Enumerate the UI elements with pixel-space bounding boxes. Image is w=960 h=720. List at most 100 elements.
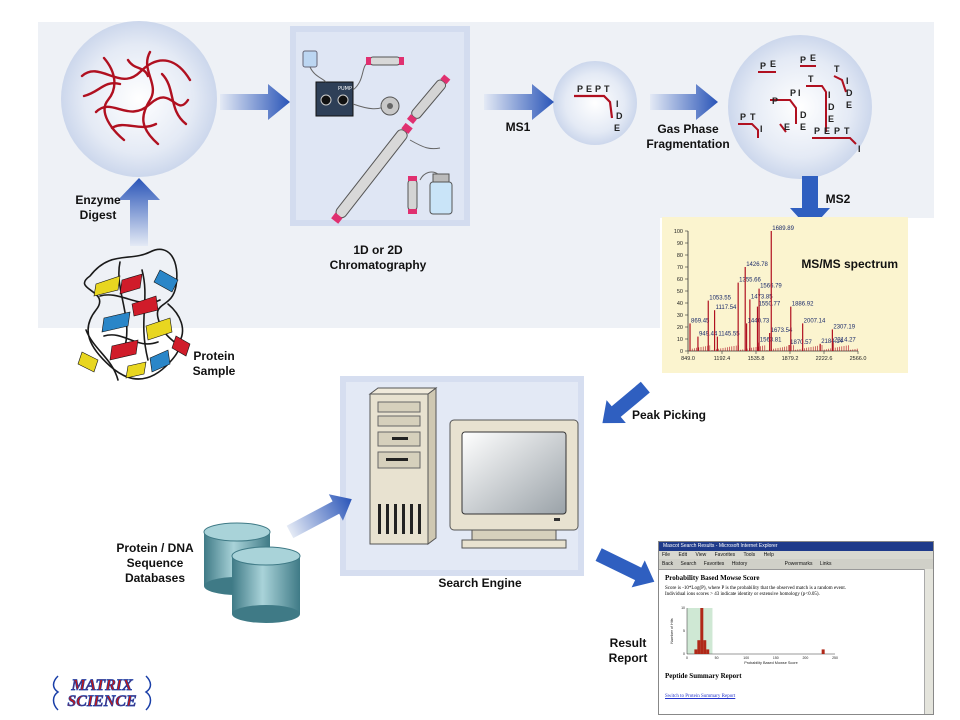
search-engine-computer [340,376,584,576]
spectrum-y-tick-label: 90 [677,241,683,247]
spectrum-y-tick-label: 30 [677,313,683,319]
menu-edit[interactable]: Edit [678,552,688,558]
toolbar-history-button[interactable]: History [731,561,748,567]
chromatography-panel: PUMP [290,26,470,226]
histogram-x-tick-label: 150 [773,656,779,660]
fragment-letter: P [790,88,796,98]
spectrum-peak-label: 2314.27 [834,338,856,344]
menu-view[interactable]: View [695,552,707,558]
fragment-letter: P [760,61,766,71]
fragment-letter: T [844,126,850,136]
protein-structure [77,248,191,381]
logo-matrix-text: MATRIX [70,677,133,694]
browser-page-body: Probability Based Mowse Score Score is -… [659,570,933,702]
toolbar-powermarks-button[interactable]: Powermarks [784,561,813,567]
ms1-letter: E [614,123,620,133]
fragment-letter: E [800,122,806,132]
histogram-y-tick-label: 0 [683,652,685,656]
menu-tools[interactable]: Tools [743,552,756,558]
spectrum-peak-label: 869.45 [691,318,710,324]
arrow-fragmentation-to-spectrum [790,176,830,230]
histogram-x-tick-label: 0 [686,656,688,660]
arrow-search-to-report [595,548,655,588]
browser-toolbar: Back Search Favorites History Powermarks… [659,559,933,570]
spectrum-x-tick-label: 1192.4 [714,356,730,362]
histogram-bar [706,649,710,654]
spectrum-peak-label: 1145.55 [718,332,740,338]
menu-file[interactable]: File [662,552,671,558]
spectrum-y-tick-label: 40 [677,301,683,307]
protein-summary-link[interactable]: Switch to Protein Summary Report [665,694,736,699]
digest-circle [61,21,217,177]
arrow-protein-to-digest [118,178,160,246]
peak-picking-label: Peak Picking [631,408,707,422]
fragment-letter: I [846,76,849,86]
fragment-letter: D [846,88,853,98]
spectrum-y-tick-label: 50 [677,289,683,295]
ms1-letter: D [616,111,623,121]
ms1-letter: T [604,84,610,94]
spectrum-y-tick-label: 70 [677,265,683,271]
toolbar-back-button[interactable]: Back [662,561,674,567]
histogram-x-tick-label: 100 [743,656,749,660]
spectrum-x-tick-label: 2566.0 [850,356,867,362]
arrow-databases-to-search [286,494,352,539]
spectrum-peak-label: 1870.57 [790,340,812,346]
spectrum-y-tick-label: 10 [677,337,683,343]
ms1-letter: I [616,99,619,109]
fragment-letter: P [800,55,806,65]
toolbar-links-button[interactable]: Links [819,561,832,567]
fragment-letter: P [740,112,746,122]
pump-label: PUMP [338,86,352,92]
logo-science-text: SCIENCE [67,693,136,710]
histogram-bar [821,649,825,654]
histogram-x-label: Probability Based Mowse Score [744,661,798,665]
fragment-letter: E [846,100,852,110]
score-description: Score is -10*Log(P), where P is the prob… [665,586,847,591]
toolbar-search-button[interactable]: Search [680,561,697,567]
search-engine-label: Search Engine [438,576,522,590]
fragment-letter: E [828,114,834,124]
spectrum-y-tick-label: 20 [677,325,683,331]
ms2-label: MS2 [825,192,851,206]
browser-scrollbar[interactable] [924,569,933,714]
spectrum-y-tick-label: 80 [677,253,683,259]
fragment-letter: P [772,96,778,106]
fragment-letter: T [808,74,814,84]
toolbar-favorites-button[interactable]: Favorites [703,561,725,567]
fragment-letter: I [798,88,801,98]
spectrum-peak-label: 1053.55 [709,296,731,302]
arrow-chromatography-to-ms1 [484,84,554,120]
spectrum-x-tick-label: 1535.8 [748,356,765,362]
arrow-ms1-to-fragmentation [650,84,718,120]
result-report-browser: Mascot Search Results - Microsoft Intern… [658,541,934,715]
spectrum-peak-label: 1426.78 [746,262,768,268]
fragment-letter: P [834,126,840,136]
histogram-x-tick-label: 200 [802,656,808,660]
spectrum-peak-label: 1117.54 [716,305,737,311]
ms1-letter: E [586,84,592,94]
spectrum-peak-label: 1550.77 [758,302,780,308]
database-cylinders [203,522,301,623]
spectrum-peak-label: 1473.85 [751,294,773,300]
arrow-spectrum-to-search [602,381,650,424]
flow-arrows [118,84,830,588]
matrix-science-logo: MATRIX SCIENCE [52,675,152,711]
fragment-letter: T [834,64,840,74]
ms1-label: MS1 [505,120,531,134]
menu-favorites[interactable]: Favorites [714,552,736,558]
peptide-summary-heading: Peptide Summary Report [665,672,742,680]
browser-title-bar: Mascot Search Results - Microsoft Intern… [659,542,933,551]
ms1-circle [553,61,637,145]
menu-help[interactable]: Help [763,552,774,558]
spectrum-peak-label: 1689.89 [772,226,794,232]
